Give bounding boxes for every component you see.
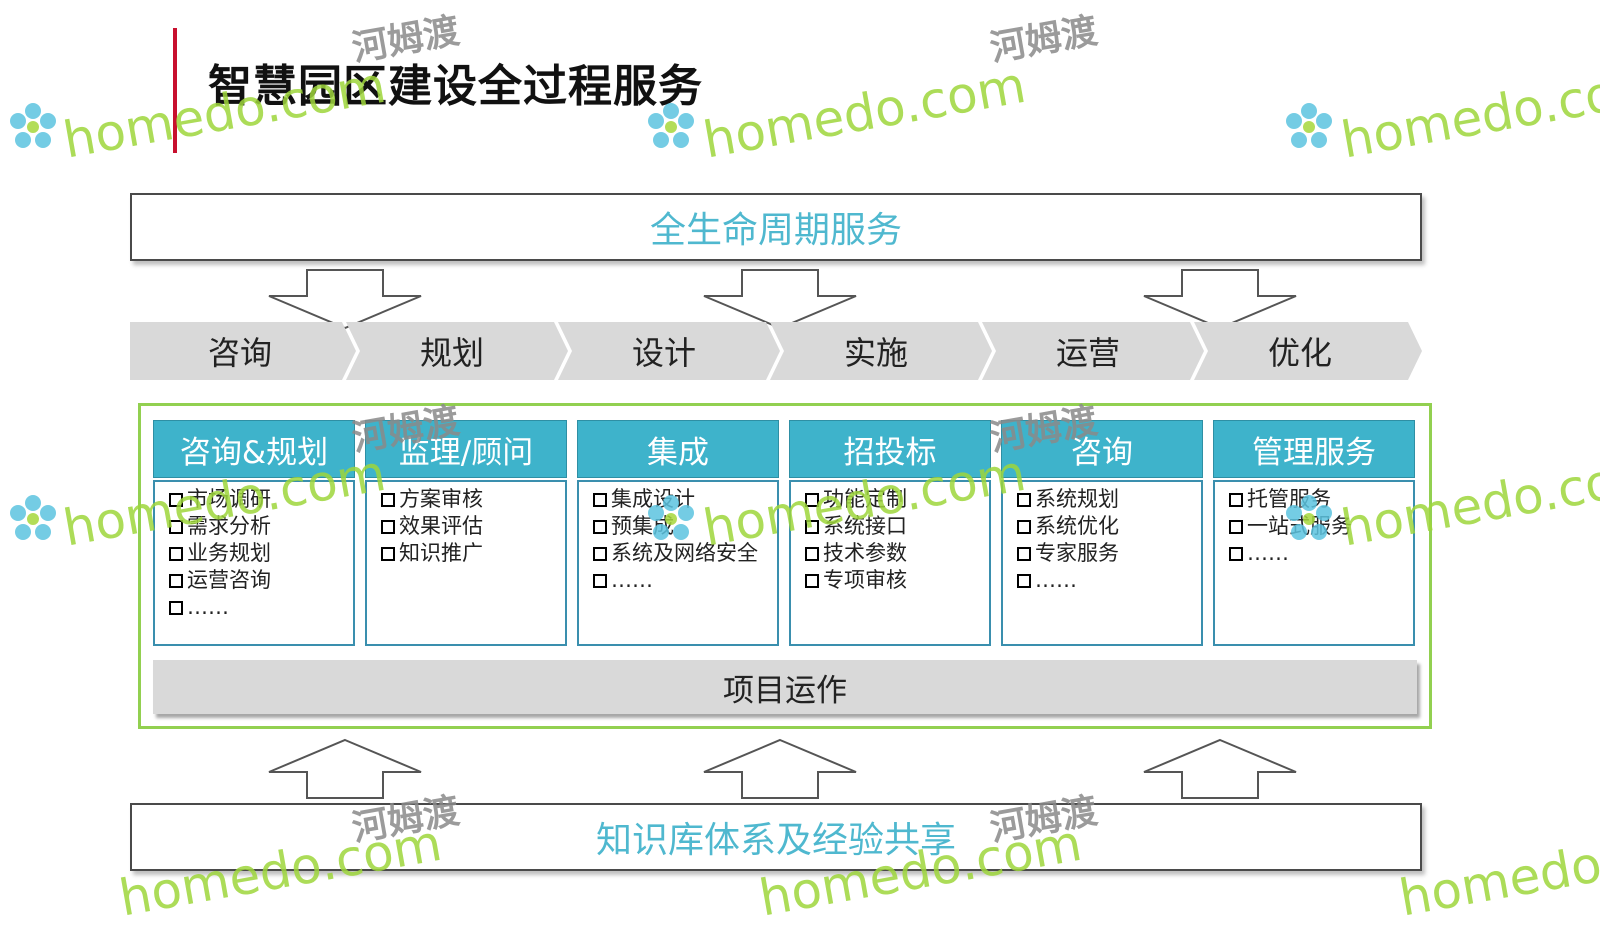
phase-chevrons xyxy=(130,322,1422,380)
phase-chevron-row: 咨询 规划 设计 实施 运营 优化 xyxy=(130,322,1422,380)
checkbox-square-icon xyxy=(169,519,183,534)
column-body-bidding: 功能定制 系统接口 技术参数 专项审核 xyxy=(789,480,991,646)
checkbox-square-icon xyxy=(169,573,183,588)
down-arrow-icon xyxy=(1143,269,1297,330)
watermark-cn: 河姆渡 xyxy=(987,10,1101,70)
checkbox-square-icon xyxy=(1229,492,1243,507)
watermark-en: homedo.com xyxy=(1336,55,1600,170)
lifecycle-service-banner: 全生命周期服务 xyxy=(130,193,1422,261)
watermark-en: homedo.com xyxy=(1394,813,1600,928)
up-arrow-icon xyxy=(703,738,857,799)
checkbox-square-icon xyxy=(593,546,607,561)
phase-operate: 运营 xyxy=(1055,334,1120,372)
checkbox-square-icon xyxy=(1229,546,1243,561)
phase-implement: 实施 xyxy=(843,334,908,372)
list-item: 方案审核 xyxy=(381,486,565,513)
column-header-supervision: 监理/顾问 xyxy=(365,420,567,478)
checkbox-square-icon xyxy=(381,519,395,534)
checkbox-square-icon xyxy=(169,492,183,507)
checkbox-square-icon xyxy=(1017,519,1031,534)
checkbox-square-icon xyxy=(593,519,607,534)
list-item: 预集成 xyxy=(593,513,777,540)
phase-optimize: 优化 xyxy=(1267,334,1332,372)
column-body-management: 托管服务 一站式服务 …… xyxy=(1213,480,1415,646)
list-item: 业务规划 xyxy=(169,540,353,567)
list-item: …… xyxy=(1229,540,1413,567)
phase-design: 设计 xyxy=(631,334,696,372)
checkbox-square-icon xyxy=(805,492,819,507)
checkbox-square-icon xyxy=(593,573,607,588)
list-item: 市场调研 xyxy=(169,486,353,513)
checkbox-square-icon xyxy=(1017,546,1031,561)
checkbox-square-icon xyxy=(805,546,819,561)
list-item: 集成设计 xyxy=(593,486,777,513)
homedo-flower-logo-icon xyxy=(10,495,56,540)
checkbox-square-icon xyxy=(805,519,819,534)
up-arrow-icon xyxy=(268,738,422,799)
list-item: 效果评估 xyxy=(381,513,565,540)
column-body-consulting-planning: 市场调研 需求分析 业务规划 运营咨询 …… xyxy=(153,480,355,646)
list-item: …… xyxy=(169,594,353,621)
phase-plan: 规划 xyxy=(419,334,484,372)
page-title: 智慧园区建设全过程服务 xyxy=(208,61,703,112)
checkbox-square-icon xyxy=(169,600,183,615)
list-item: …… xyxy=(593,567,777,594)
list-item: …… xyxy=(1017,567,1201,594)
homedo-flower-logo-icon xyxy=(1286,103,1332,148)
column-header-consulting-planning: 咨询&规划 xyxy=(153,420,355,478)
column-header-management: 管理服务 xyxy=(1213,420,1415,478)
list-item: 专项审核 xyxy=(805,567,989,594)
title-accent-bar xyxy=(173,28,177,153)
checkbox-square-icon xyxy=(1017,573,1031,588)
down-arrow-icon xyxy=(703,269,857,330)
list-item: 托管服务 xyxy=(1229,486,1413,513)
list-item: 专家服务 xyxy=(1017,540,1201,567)
column-body-integration: 集成设计 预集成 系统及网络安全 …… xyxy=(577,480,779,646)
list-item: 系统及网络安全 xyxy=(593,540,777,567)
checkbox-square-icon xyxy=(1229,519,1243,534)
list-item: 需求分析 xyxy=(169,513,353,540)
checkbox-square-icon xyxy=(593,492,607,507)
knowledge-sharing-banner: 知识库体系及经验共享 xyxy=(130,803,1422,871)
checkbox-square-icon xyxy=(381,492,395,507)
column-body-supervision: 方案审核 效果评估 知识推广 xyxy=(365,480,567,646)
list-item: 技术参数 xyxy=(805,540,989,567)
up-arrow-icon xyxy=(1143,738,1297,799)
list-item: 运营咨询 xyxy=(169,567,353,594)
checkbox-square-icon xyxy=(1017,492,1031,507)
column-header-bidding: 招投标 xyxy=(789,420,991,478)
column-header-advisory: 咨询 xyxy=(1001,420,1203,478)
list-item: 知识推广 xyxy=(381,540,565,567)
phase-consult: 咨询 xyxy=(207,334,272,372)
checkbox-square-icon xyxy=(169,546,183,561)
list-item: 一站式服务 xyxy=(1229,513,1413,540)
checkbox-square-icon xyxy=(805,573,819,588)
project-operations-bar: 项目运作 xyxy=(153,660,1417,714)
watermark-en: homedo.com xyxy=(698,55,1030,170)
list-item: 系统规划 xyxy=(1017,486,1201,513)
homedo-flower-logo-icon xyxy=(10,103,56,148)
list-item: 系统接口 xyxy=(805,513,989,540)
checkbox-square-icon xyxy=(381,546,395,561)
list-item: 系统优化 xyxy=(1017,513,1201,540)
column-body-advisory: 系统规划 系统优化 专家服务 …… xyxy=(1001,480,1203,646)
column-header-integration: 集成 xyxy=(577,420,779,478)
down-arrow-icon xyxy=(268,269,422,330)
list-item: 功能定制 xyxy=(805,486,989,513)
